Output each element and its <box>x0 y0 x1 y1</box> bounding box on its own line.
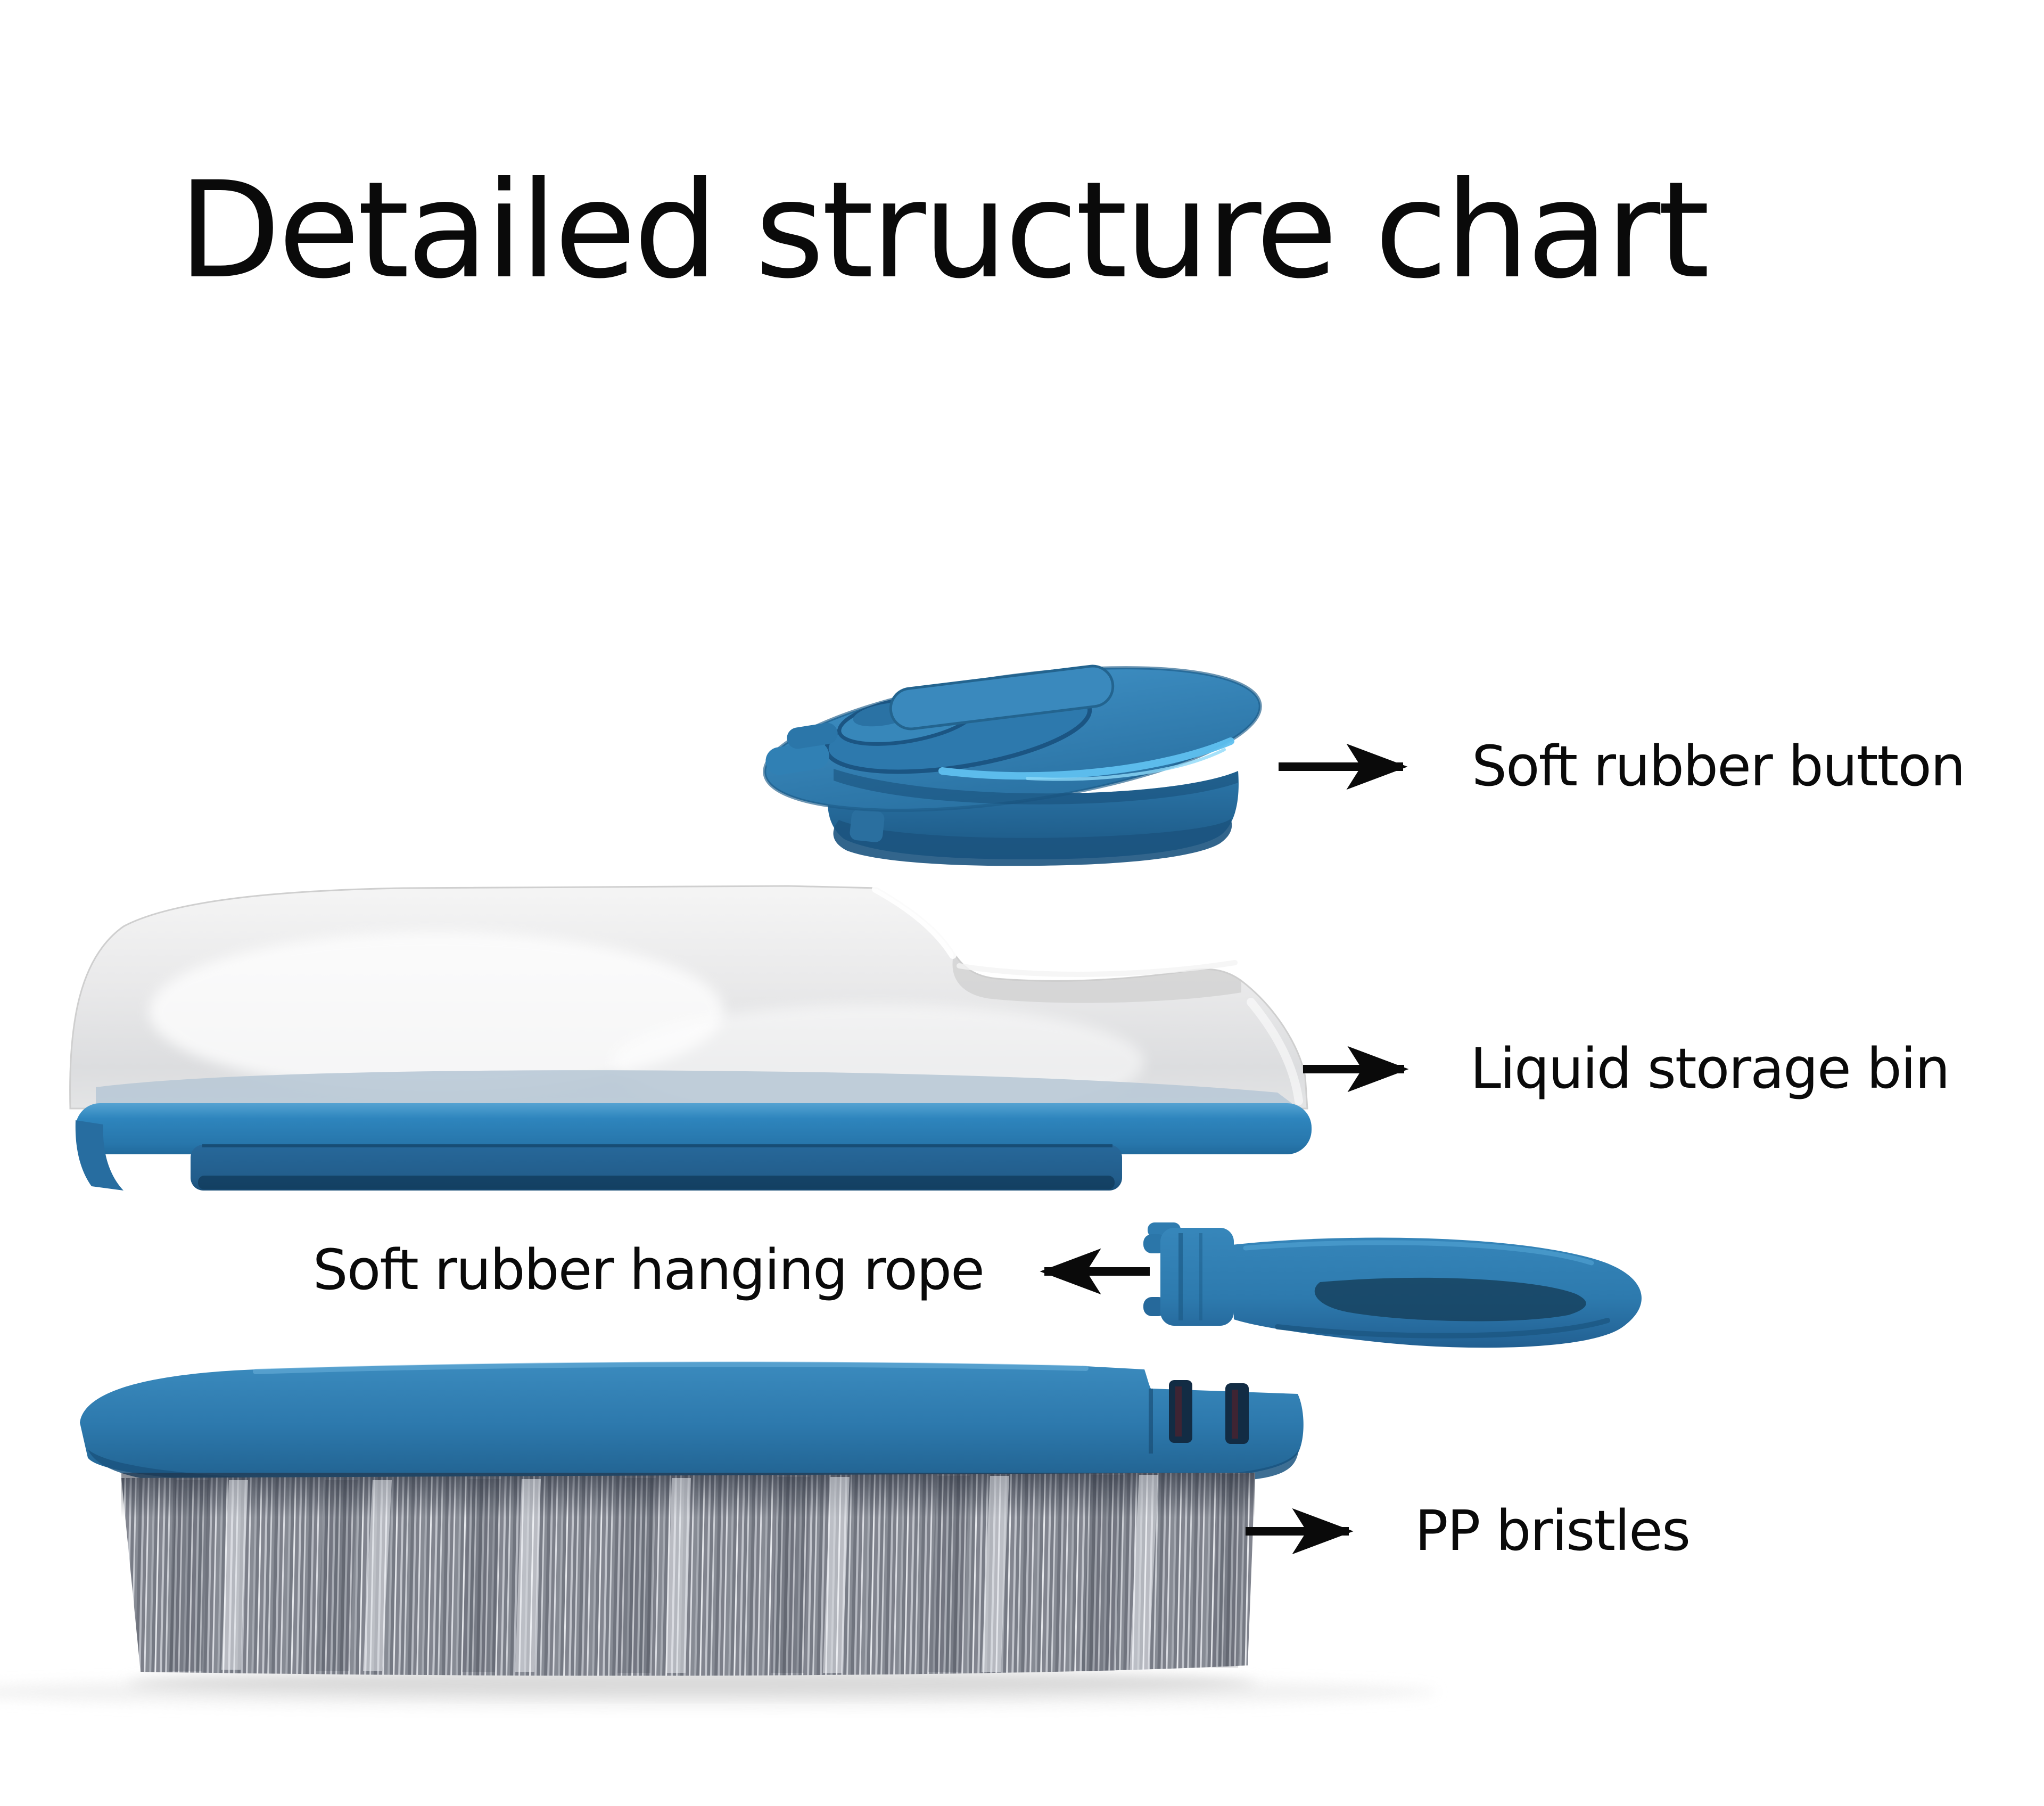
rubber-button-graphic <box>763 664 1262 866</box>
label-soft-rubber-button: Soft rubber button <box>1472 734 1966 799</box>
label-pp-bristles: PP bristles <box>1415 1498 1691 1563</box>
page-title: Detailed structure chart <box>178 153 1710 308</box>
label-liquid-storage-bin: Liquid storage bin <box>1470 1036 1950 1101</box>
storage-bin-graphic <box>69 885 1312 1191</box>
brush-base-graphic <box>80 1361 1304 1488</box>
hanging-rope-graphic <box>1143 1222 1642 1348</box>
bristles-graphic <box>0 1473 1437 1708</box>
label-soft-rubber-hanging-rope: Soft rubber hanging rope <box>312 1237 985 1302</box>
